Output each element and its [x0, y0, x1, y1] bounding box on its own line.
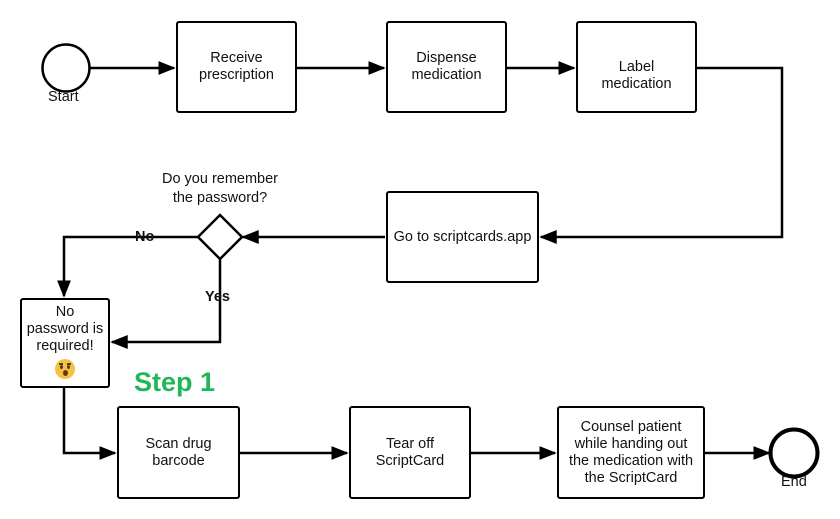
counsel-patient-text: Counsel patient while handing out the me…	[568, 418, 694, 486]
edge-decision-yes	[110, 259, 222, 349]
tear-off-scriptcard-text: Tear off ScriptCard	[375, 435, 445, 469]
dispense-medication-box: Dispense medication	[386, 21, 507, 113]
start-label: Start	[48, 89, 79, 105]
no-password-box: No password is required!	[20, 298, 110, 388]
edge-label-goto	[539, 66, 784, 244]
scan-drug-barcode-box: Scan drug barcode	[117, 406, 240, 499]
label-medication-box: Label medication	[576, 21, 697, 113]
receive-prescription-text: Receive prescription	[199, 50, 274, 83]
dispense-medication-text: Dispense medication	[411, 50, 482, 83]
edge-label-no: No	[135, 229, 155, 245]
decision-diamond	[196, 213, 244, 261]
astonished-face-icon	[55, 359, 75, 379]
edge-decision-no	[57, 235, 197, 298]
no-password-text: No password is required!	[26, 304, 104, 354]
start-node	[41, 43, 91, 93]
go-to-scriptcards-box: Go to scriptcards.app	[386, 191, 539, 283]
end-node	[768, 427, 820, 479]
end-label: End	[781, 474, 807, 490]
receive-prescription-box: Receive prescription	[176, 21, 297, 113]
tear-off-scriptcard-box: Tear off ScriptCard	[349, 406, 471, 499]
edge-label-yes: Yes	[205, 289, 230, 305]
decision-question: Do you remember the password?	[161, 171, 279, 206]
label-medication-text: Label medication	[601, 59, 672, 92]
counsel-patient-box: Counsel patient while handing out the me…	[557, 406, 705, 499]
step-1-label: Step 1	[134, 367, 216, 397]
go-to-scriptcards-text: Go to scriptcards.app	[393, 228, 532, 245]
scan-drug-barcode-text: Scan drug barcode	[145, 435, 212, 469]
edge-nopassword-scan	[62, 388, 117, 460]
